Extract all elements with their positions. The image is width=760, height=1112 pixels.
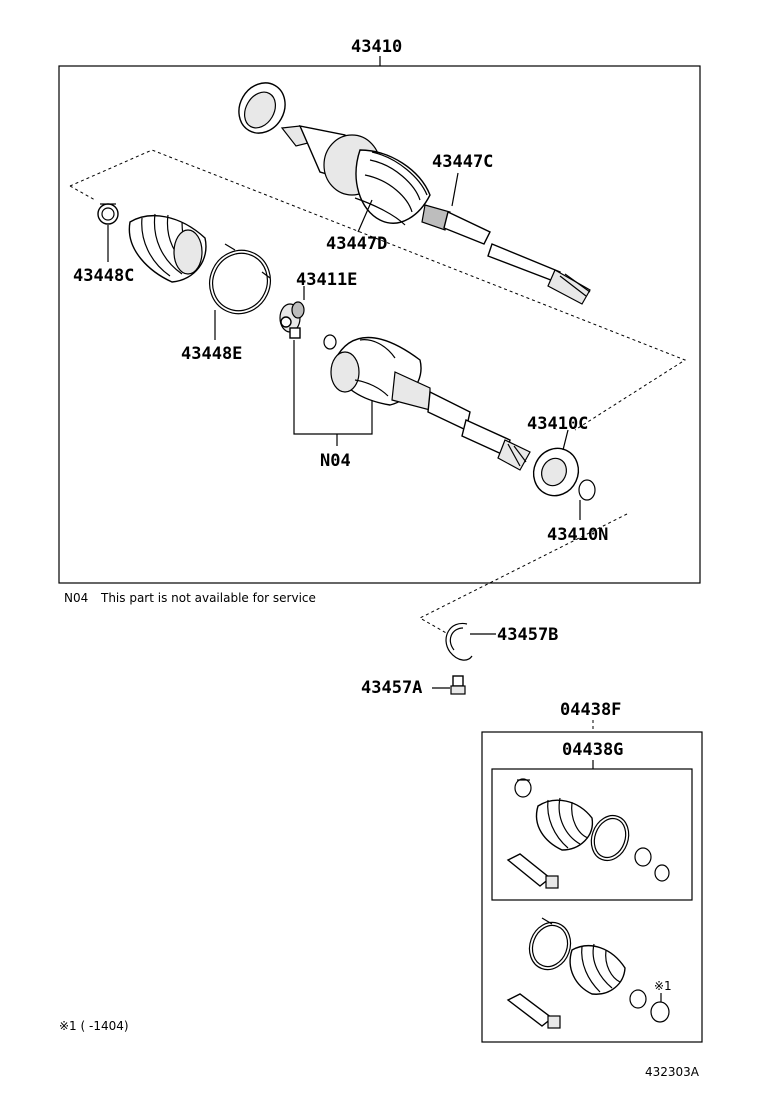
label-43457A[interactable]: 43457A [361, 678, 422, 698]
circlip-43457B[interactable] [445, 622, 473, 661]
kit-frame-04438F [481, 731, 703, 1043]
label-04438F[interactable]: 04438F [560, 700, 621, 720]
assembly-frame-43410 [58, 65, 701, 584]
bolt-43457A[interactable] [450, 675, 466, 695]
label-43448E[interactable]: 43448E [181, 344, 242, 364]
snap-ring-43410N[interactable] [578, 479, 596, 501]
footnote: ※1 ( -1404) [59, 1019, 129, 1033]
label-04438G[interactable]: 04438G [562, 740, 623, 760]
dashed-link-43457B [418, 513, 628, 635]
label-43448C[interactable]: 43448C [73, 266, 134, 286]
kit-F-grease-tube[interactable] [506, 993, 561, 1029]
mark-1: ※1 [654, 979, 672, 993]
outer-cv-joint[interactable] [280, 125, 431, 226]
kit-F-clamp-1[interactable] [629, 989, 647, 1009]
outer-ring-part[interactable] [230, 74, 294, 141]
kit-G-clamp-small[interactable] [514, 778, 532, 798]
kit-G-ring-1[interactable] [634, 847, 652, 867]
leader-43447D [357, 199, 373, 233]
diagram-id: 432303A [645, 1065, 700, 1079]
label-43447C[interactable]: 43447C [432, 152, 493, 172]
drive-shaft[interactable] [421, 204, 591, 305]
label-43411E[interactable]: 43411E [296, 270, 357, 290]
note-N04-text: This part is not available for service [100, 591, 316, 605]
kit-frame-04438G [491, 768, 693, 901]
kit-G-grease-tube[interactable] [506, 853, 559, 889]
kit-F-band[interactable] [523, 917, 577, 976]
dashed-region-inner-joint [69, 149, 687, 431]
snap-ring-43411E[interactable] [323, 334, 337, 350]
kit-G-band[interactable] [585, 810, 635, 866]
leader-43410C [562, 429, 569, 451]
label-43410C[interactable]: 43410C [527, 414, 588, 434]
kit-G-boot[interactable] [535, 797, 594, 851]
tripod-spider[interactable] [279, 301, 305, 339]
label-43457B[interactable]: 43457B [497, 625, 558, 645]
kit-G-ring-2[interactable] [654, 864, 670, 882]
label-N04[interactable]: N04 [320, 451, 351, 471]
kit-F-boot[interactable] [569, 943, 626, 995]
label-43447D[interactable]: 43447D [326, 234, 387, 254]
note-N04-code: N04 [64, 591, 88, 605]
band-clamp-43448E[interactable] [199, 240, 280, 323]
inner-boot[interactable] [128, 213, 207, 283]
bracket-N04 [293, 340, 373, 435]
bearing-43410C[interactable] [526, 441, 586, 503]
dashed-region-inner-joint-left [69, 185, 96, 201]
label-43410N[interactable]: 43410N [547, 525, 608, 545]
clamp-43448C[interactable] [97, 203, 119, 225]
leader-43447C [451, 172, 459, 207]
label-43410[interactable]: 43410 [351, 37, 402, 57]
inner-joint-housing[interactable] [330, 336, 531, 471]
kit-F-clamp-2[interactable] [650, 1001, 670, 1023]
